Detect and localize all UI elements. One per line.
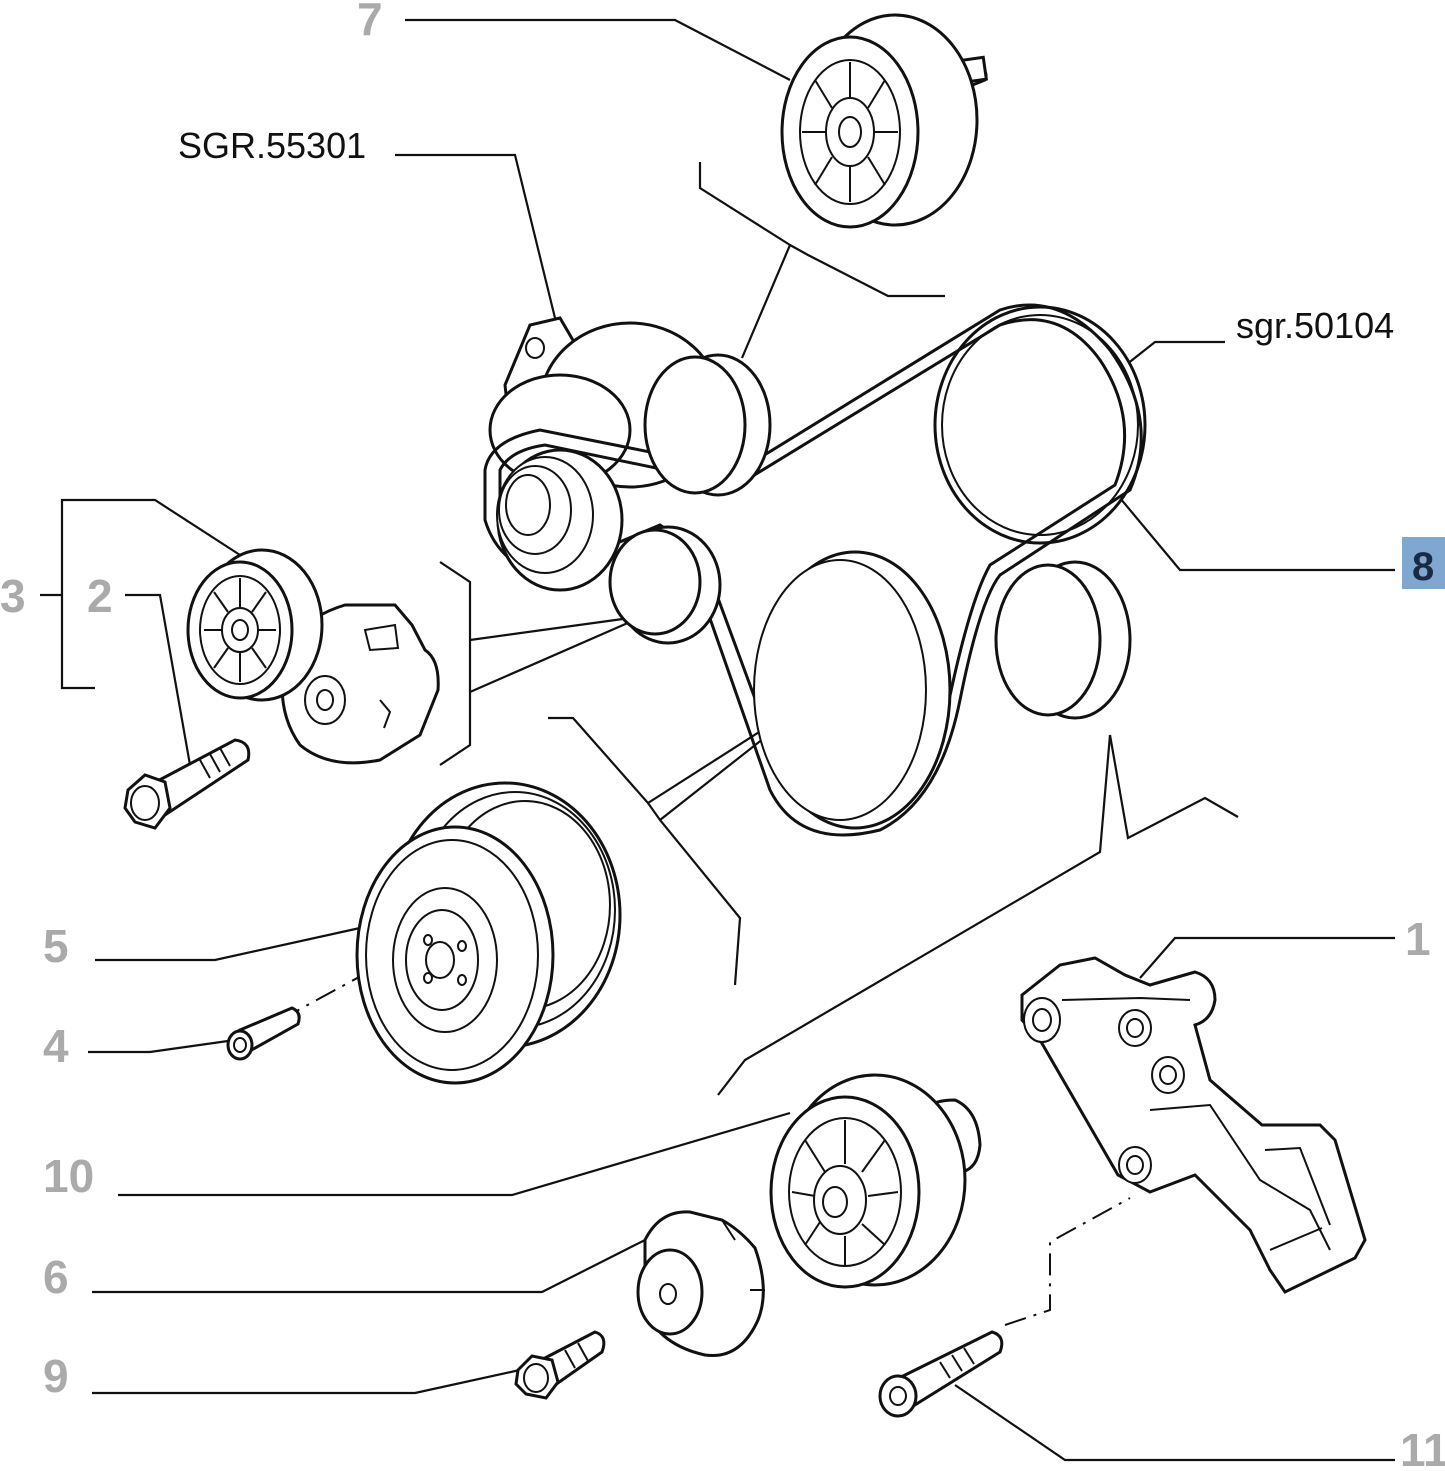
- callout-item-9: 9: [43, 1350, 69, 1402]
- callout-item-7: 7: [357, 0, 383, 45]
- crank-pulley-right: [933, 305, 1147, 545]
- leader-item-11: [954, 1384, 1395, 1462]
- callout-item-5: 5: [43, 920, 69, 972]
- callout-item-10: 10: [43, 1150, 94, 1202]
- leader-item-4: [88, 1038, 236, 1054]
- reference-upper-right: sgr.50104: [1236, 305, 1394, 346]
- assembly-central-pulley: [753, 550, 952, 830]
- highlight-box-item-8: [1402, 537, 1445, 589]
- idler-top-spokes: [802, 62, 898, 202]
- leader-ref-upper-left: [395, 153, 557, 319]
- belt-tensioner: [186, 548, 440, 765]
- socket-bolt-bracket: [878, 1330, 1004, 1418]
- callout-item-1: 1: [1405, 913, 1431, 965]
- leader-item-5: [95, 926, 361, 962]
- leader-item-6: [92, 1239, 646, 1294]
- alternator-pulley: [496, 448, 624, 592]
- hex-bolt-tensioner: [123, 738, 251, 830]
- crankshaft-pulley: [355, 781, 622, 1085]
- socket-bolt-pulley: [226, 1006, 301, 1061]
- pulley-spacer: [636, 1210, 765, 1358]
- assembly-idler-right: [994, 560, 1132, 720]
- leader-item-3: [60, 498, 241, 690]
- idler-pulley-bottom: [769, 1073, 982, 1289]
- leader-item-2: [125, 593, 192, 766]
- axis-dash-lines: [279, 951, 1131, 1326]
- assembly-idler-left: [608, 525, 722, 645]
- leader-lines: [40, 18, 1395, 1462]
- leader-item-9: [92, 1368, 521, 1395]
- reference-upper-left: SGR.55301: [178, 125, 366, 166]
- callout-item-8: 8: [1412, 545, 1434, 589]
- idler-pulley-top: [780, 13, 989, 229]
- callout-item-2: 2: [87, 570, 113, 622]
- leader-item-1: [1139, 936, 1395, 979]
- callout-item-11: 11: [1400, 1424, 1445, 1466]
- leader-item-7: [405, 18, 791, 81]
- callout-item-4: 4: [43, 1020, 69, 1072]
- hex-bolt-spacer: [514, 1330, 606, 1400]
- mounting-bracket: [1020, 956, 1367, 1294]
- callout-item-6: 6: [43, 1251, 69, 1303]
- leader-item-8: [1104, 479, 1395, 572]
- callout-item-3: 3: [0, 570, 26, 622]
- assembly-idler-upper: [643, 353, 772, 497]
- leader-item-10: [118, 1111, 791, 1197]
